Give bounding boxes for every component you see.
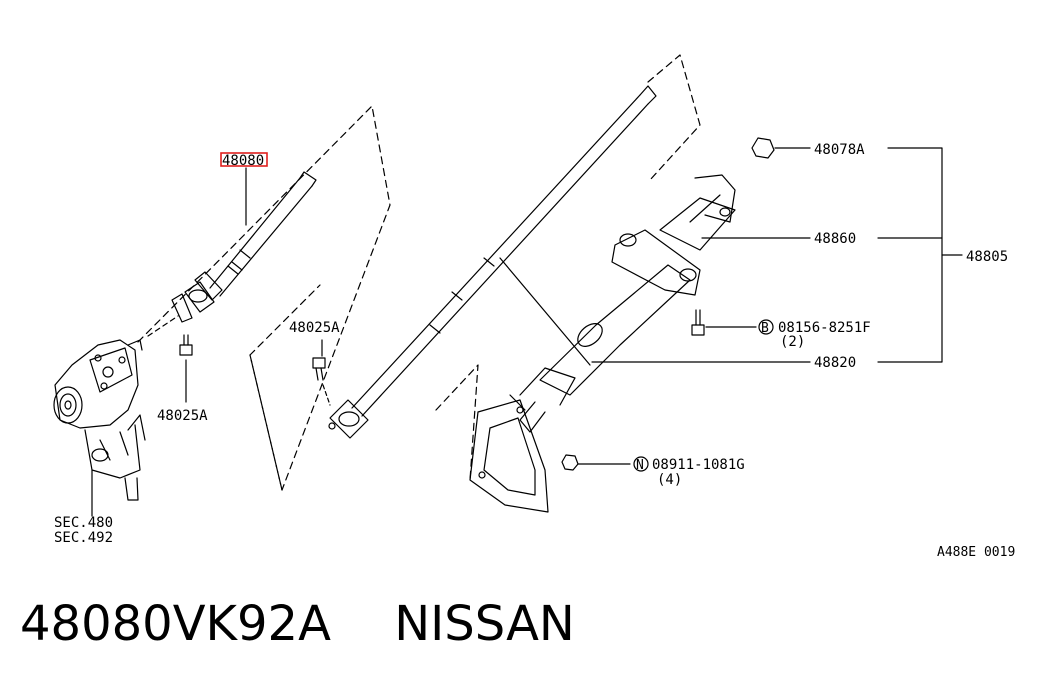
- label-48025a-middle[interactable]: 48025A: [289, 320, 340, 336]
- caption: 48080VK92A NISSAN: [20, 596, 575, 652]
- dashed-outline-left: [137, 105, 391, 491]
- diagram-code: A488E 0019: [937, 545, 1015, 560]
- lower-shaft-48080: [147, 171, 317, 337]
- bracket-48805: [877, 147, 943, 363]
- label-48080[interactable]: 48080: [222, 153, 264, 169]
- label-sec-480[interactable]: SEC.480: [54, 515, 113, 531]
- label-08156-8251f[interactable]: 08156-8251F: [778, 320, 871, 336]
- steering-shaft-long: [328, 85, 657, 439]
- dashed-outline-upper: [647, 54, 701, 181]
- label-48025a-left[interactable]: 48025A: [157, 408, 208, 424]
- label-sec-492[interactable]: SEC.492: [54, 530, 113, 546]
- bolt-48025a-left: [179, 334, 193, 403]
- mounting-plate: [469, 394, 549, 513]
- label-08911-1081g[interactable]: 08911-1081G: [652, 457, 745, 473]
- brand-name: NISSAN: [394, 596, 575, 652]
- label-08156-qty: (2): [780, 334, 805, 350]
- nut-08911: [561, 454, 579, 471]
- label-48860[interactable]: 48860: [814, 231, 856, 247]
- label-48078a[interactable]: 48078A: [814, 142, 865, 158]
- bolt-08156: [691, 309, 705, 336]
- mark-b-letter: B: [761, 321, 769, 336]
- dashed-outline-lower: [435, 364, 479, 481]
- label-48820[interactable]: 48820: [814, 355, 856, 371]
- nut-48078a: [751, 137, 775, 159]
- mark-b-circle: [758, 319, 774, 335]
- column-housing-48820: [499, 257, 691, 433]
- upper-jacket-48860: [611, 174, 736, 296]
- part-number: 48080VK92A: [20, 596, 331, 652]
- bolt-48025a-middle: [312, 339, 331, 406]
- label-48805[interactable]: 48805: [966, 249, 1008, 265]
- highlight-box-48080: [220, 152, 268, 167]
- label-08911-qty: (4): [657, 472, 682, 488]
- steering-gear-box: [53, 339, 146, 501]
- mark-n-letter: N: [636, 458, 644, 473]
- mark-n-circle: [633, 456, 649, 472]
